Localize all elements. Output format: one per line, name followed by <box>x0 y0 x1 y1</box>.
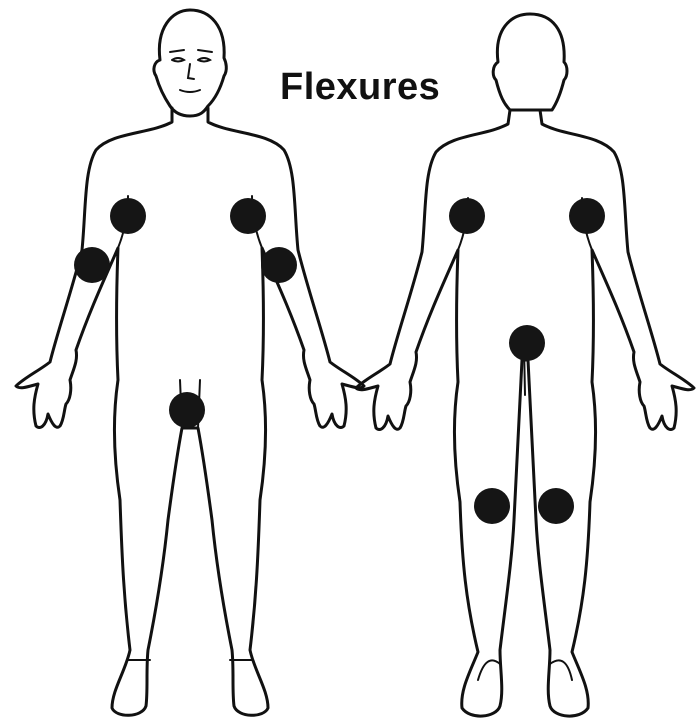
marker-back-left-axilla <box>449 198 485 234</box>
back-body-outline <box>356 110 694 716</box>
marker-front-left-antecubital <box>74 247 110 283</box>
back-head <box>493 14 567 110</box>
marker-back-left-popliteal <box>474 488 510 524</box>
front-figure <box>16 10 364 715</box>
marker-back-right-popliteal <box>538 488 574 524</box>
marker-front-right-antecubital <box>261 247 297 283</box>
marker-back-natal-cleft <box>509 325 545 361</box>
diagram-title: Flexures <box>280 66 440 109</box>
marker-front-right-axilla <box>230 198 266 234</box>
front-head <box>154 10 226 116</box>
marker-front-left-axilla <box>110 198 146 234</box>
marker-back-right-axilla <box>569 198 605 234</box>
back-figure <box>356 14 694 716</box>
marker-front-groin <box>169 392 205 428</box>
